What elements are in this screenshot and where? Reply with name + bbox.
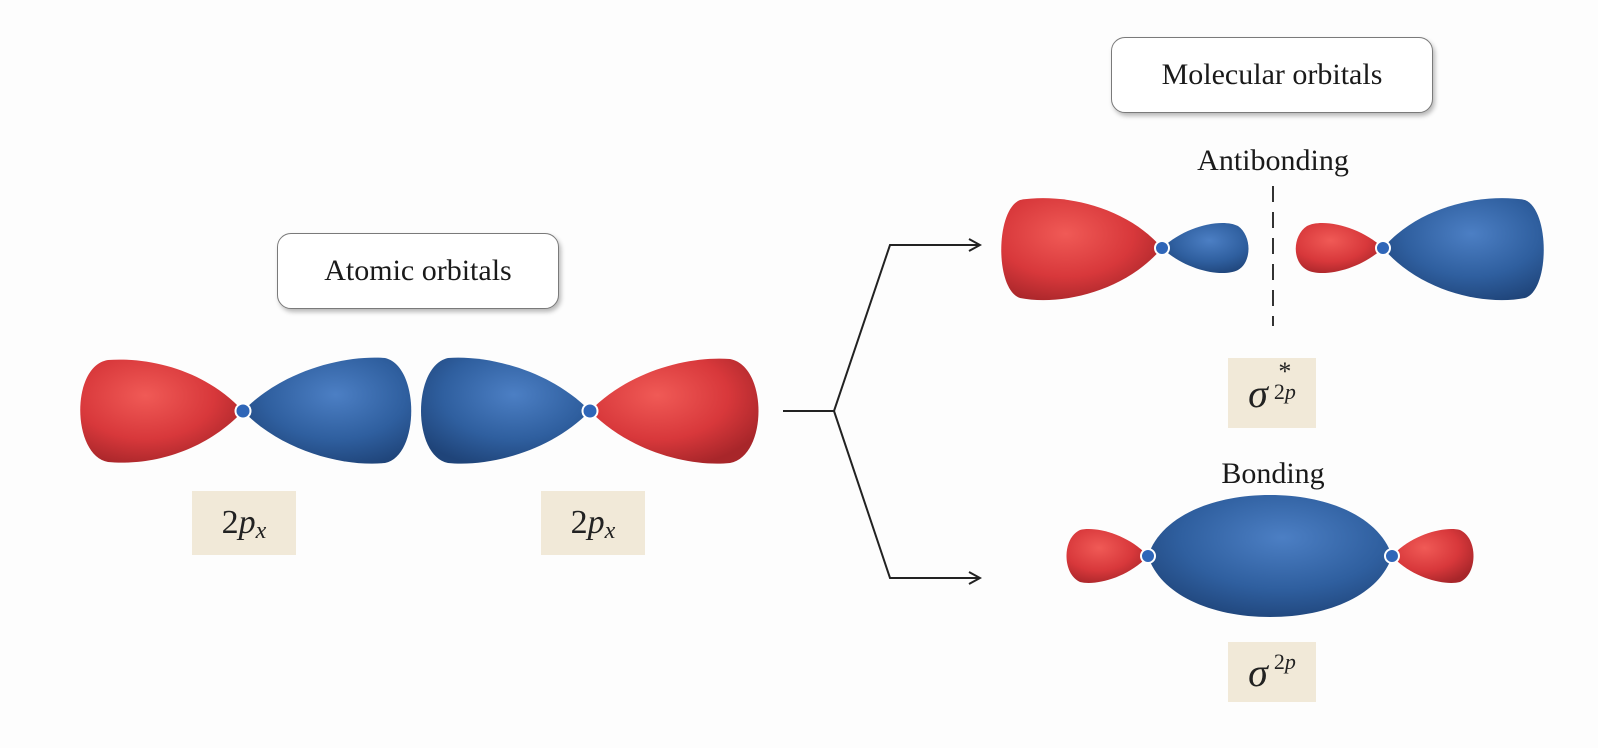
molecular-orbitals-title: Molecular orbitals [1111,37,1433,113]
level-letter: p [1284,649,1296,675]
positive-lobe [590,358,759,464]
sigma-symbol: σ [1248,370,1268,416]
positive-lobe [80,359,243,463]
positive-lobe [1392,529,1474,583]
atomic-orbitals-title: Atomic orbitals [277,233,559,309]
molecular-orbitals-title-text: Molecular orbitals [1161,58,1383,91]
combination-arrows [783,245,980,578]
orbital-label-subscript: x [255,517,267,544]
orbital-label-letter: p [587,504,605,541]
nucleus [234,402,252,420]
negative-lobe [243,357,412,464]
nucleus [1384,548,1400,564]
orbital-label-subscript: x [604,517,616,544]
bonding-caption: Bonding [1153,457,1393,491]
atomic-orbital-1 [80,357,412,464]
antibonding-symbol-tag: σ * 2p [1228,358,1316,428]
level-number: 2 [1273,378,1285,404]
arrow-to-antibonding [833,245,980,412]
antibonding-orbital [1001,186,1544,326]
nucleus [581,402,599,420]
negative-lobe [421,357,590,464]
bonding-symbol-tag: σ 2p [1228,642,1316,702]
negative-lobe [1383,198,1544,301]
atomic-orbital-2 [421,357,759,464]
nucleus [1375,240,1391,256]
orbital-label-number: 2 [570,504,588,541]
antibonding-caption-text: Antibonding [1197,144,1349,177]
antibonding-caption: Antibonding [1153,144,1393,178]
bonding-superscript: 2p [1274,651,1296,673]
nucleus [1140,548,1156,564]
positive-lobe [1001,198,1162,301]
orbital-label-number: 2 [221,504,239,541]
negative-lobe [1162,222,1249,274]
arrow-to-bonding [833,410,980,578]
orbital-label-letter: p [238,504,256,541]
atomic-orbitals-title-text: Atomic orbitals [324,254,512,287]
level-letter: p [1284,378,1296,404]
bonding-orbital [1066,495,1474,617]
level-number: 2 [1273,649,1285,675]
star-symbol: * [1278,356,1292,386]
central-bonding-lobe [1148,495,1392,617]
antibonding-superscript: * 2p [1274,356,1296,402]
nucleus [1154,240,1170,256]
bonding-caption-text: Bonding [1221,457,1325,490]
sigma-symbol: σ [1248,649,1268,695]
positive-lobe [1066,529,1148,583]
positive-lobe [1295,222,1383,274]
